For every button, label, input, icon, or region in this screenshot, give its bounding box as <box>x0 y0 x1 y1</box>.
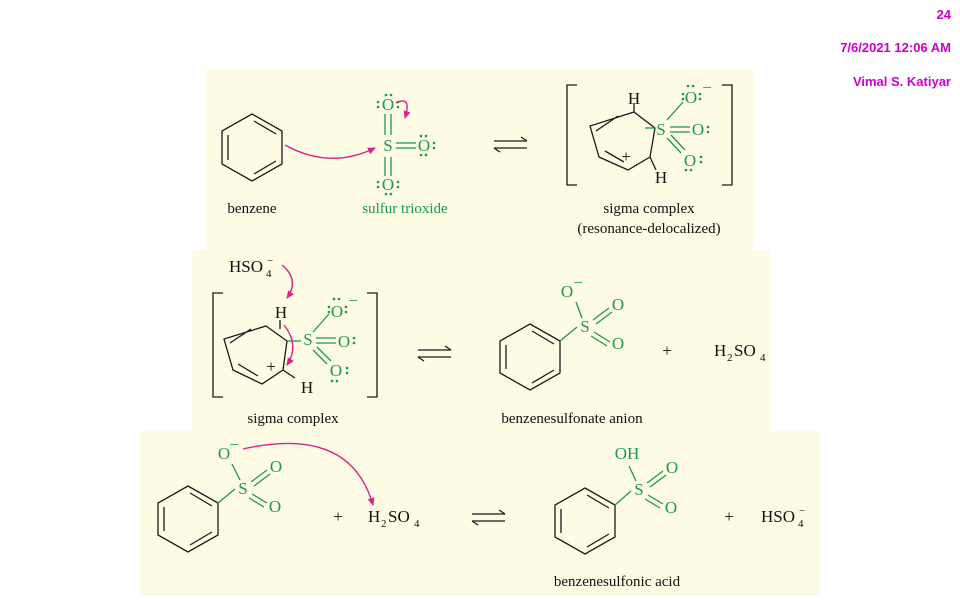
curved-arrow-deprotonation <box>281 264 294 299</box>
charge-minus: − <box>229 435 239 454</box>
atom-o-minus: O <box>685 88 697 107</box>
label-sigma-complex: sigma complex <box>603 201 695 217</box>
h2so4-h: H <box>714 341 726 360</box>
benzenesulfonate-anion-molecule: S O − O O <box>499 273 624 391</box>
atom-s: S <box>383 136 392 155</box>
charge-minus: − <box>702 78 712 97</box>
atom-s: S <box>303 330 312 349</box>
slide-number: 24 <box>936 7 951 22</box>
atom-h-top: H <box>628 89 640 108</box>
sulfur-trioxide-molecule: O S O O <box>376 93 436 196</box>
label-benzenesulfonate-anion: benzenesulfonate anion <box>501 411 643 427</box>
curved-arrow-pi-to-o <box>395 100 411 119</box>
atom-o-right: O <box>338 332 350 351</box>
atom-o-top: O <box>382 95 394 114</box>
hso4-formula: HSO <box>229 257 263 276</box>
hso4-charge: − <box>799 505 805 517</box>
atom-o-bottom: O <box>330 361 342 380</box>
panel-step-1 <box>206 69 753 252</box>
charge-minus: − <box>348 291 358 310</box>
atom-o-lower: O <box>612 334 624 353</box>
reagent-hso4-product: HSO 4 − <box>761 505 805 530</box>
atom-oh: OH <box>615 444 640 463</box>
charge-plus: + <box>266 357 276 376</box>
sigma-complex-2: H H + S O − O O <box>212 291 378 398</box>
h2so4-so: SO <box>734 341 756 360</box>
equilibrium-arrow-3 <box>471 509 506 526</box>
slide-author: Vimal S. Katiyar <box>852 74 951 89</box>
equilibrium-arrow-2 <box>417 345 452 362</box>
atom-s: S <box>634 480 643 499</box>
h2so4-2: 2 <box>727 352 733 364</box>
charge-minus: − <box>573 273 583 292</box>
h2so4-so: SO <box>388 507 410 526</box>
reagent-h2so4-step3: H 2 SO 4 <box>368 507 420 530</box>
atom-o-minus: O <box>218 444 230 463</box>
atom-s: S <box>656 120 665 139</box>
curved-arrow-attack <box>284 144 376 159</box>
slide-datetime: 7/6/2021 12:06 AM <box>840 40 951 55</box>
atom-o-minus: O <box>331 302 343 321</box>
label-resonance: (resonance-delocalized) <box>577 221 720 237</box>
label-sigma-complex-2: sigma complex <box>247 411 339 427</box>
atom-s: S <box>238 479 247 498</box>
reagent-hso4-top: HSO 4 − <box>229 255 273 280</box>
hso4-charge: − <box>267 255 273 267</box>
h2so4-4: 4 <box>760 352 766 364</box>
equilibrium-arrow-1 <box>493 136 528 153</box>
label-benzene: benzene <box>227 201 276 217</box>
plus-sign-4: + <box>724 507 734 526</box>
atom-o-right: O <box>418 136 430 155</box>
h2so4-2: 2 <box>381 518 387 530</box>
curved-arrow-protonation <box>242 442 375 506</box>
benzenesulfonic-acid-molecule: S OH O O <box>554 444 678 555</box>
atom-h-top: H <box>275 303 287 322</box>
atom-h-bottom: H <box>301 378 313 397</box>
benzene-molecule <box>221 113 283 182</box>
atom-o-bottom: O <box>382 175 394 194</box>
atom-s: S <box>580 317 589 336</box>
sigma-complex-1: H H + S O − O O <box>566 78 733 187</box>
atom-o-lower: O <box>269 497 281 516</box>
curved-arrow-rearomatize <box>283 324 294 366</box>
atom-h-bottom: H <box>655 168 667 187</box>
plus-sign-3: + <box>333 507 343 526</box>
plus-sign-2: + <box>662 341 672 360</box>
h2so4-h: H <box>368 507 380 526</box>
benzenesulfonate-reactant-molecule: S O − O O <box>157 435 282 553</box>
hso4-formula: HSO <box>761 507 795 526</box>
reagent-h2so4-product: H 2 SO 4 <box>714 341 766 364</box>
atom-o-upper: O <box>666 458 678 477</box>
atom-o-lower: O <box>665 498 677 517</box>
hso4-subscript: 4 <box>266 268 272 280</box>
atom-o-bottom: O <box>684 151 696 170</box>
charge-plus: + <box>621 147 631 166</box>
atom-o-upper: O <box>270 457 282 476</box>
atom-o-minus: O <box>561 282 573 301</box>
atom-o-upper: O <box>612 295 624 314</box>
label-sulfur-trioxide: sulfur trioxide <box>362 201 448 217</box>
label-benzenesulfonic-acid: benzenesulfonic acid <box>554 574 681 590</box>
h2so4-4: 4 <box>414 518 420 530</box>
hso4-subscript: 4 <box>798 518 804 530</box>
atom-o-right: O <box>692 120 704 139</box>
